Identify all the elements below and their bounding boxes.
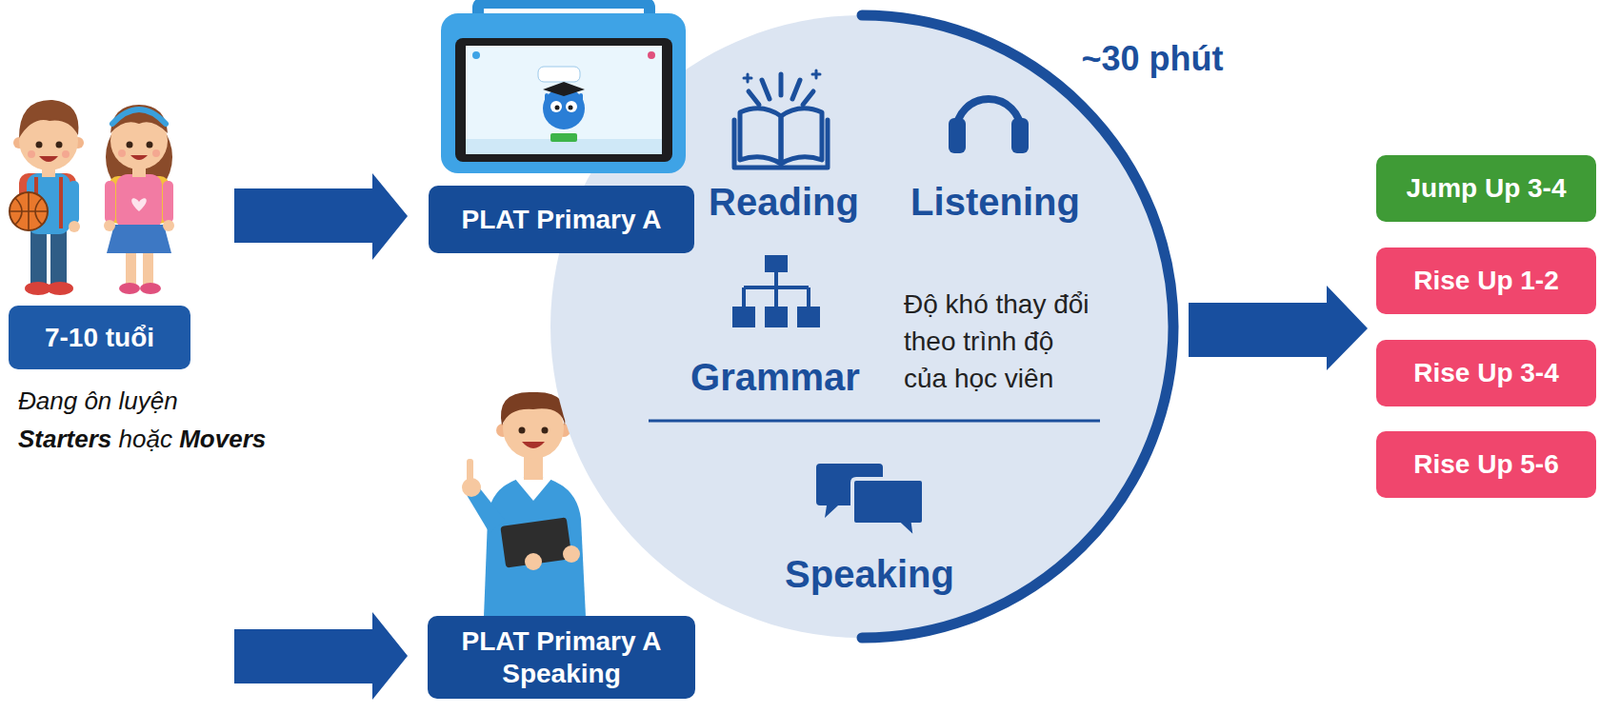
course-box: Rise Up 3-4 — [1376, 340, 1597, 407]
note-text: Độ khó thay đổi theo trình độ của học vi… — [903, 285, 1100, 399]
time-arc — [861, 15, 1174, 639]
box-label: PLAT Primary A Speaking — [440, 625, 682, 690]
duration-text: ~30 phút — [1080, 39, 1223, 79]
skill-heading: Reading — [708, 180, 860, 224]
note-block: Đang ôn luyệnStartershoặcMovers — [18, 381, 274, 459]
skill-heading: Listening — [910, 180, 1080, 224]
skill-heading: Grammar — [690, 355, 860, 400]
girl-figure — [103, 104, 175, 295]
text-holder: Speaking — [784, 552, 955, 597]
note-text: Movers — [179, 420, 266, 459]
text-holder: Listening — [910, 180, 1080, 224]
listening-icon — [948, 99, 1029, 154]
note-text: Starters — [18, 420, 112, 459]
course-box: Rise Up 5-6 — [1376, 431, 1597, 499]
course-box: Rise Up 1-2 — [1376, 247, 1597, 315]
box-label: 7-10 tuổi — [44, 321, 155, 355]
skill-heading: Speaking — [784, 552, 955, 597]
speaking-test-box: PLAT Primary A Speaking — [427, 616, 696, 700]
note-text: hoặc — [119, 420, 173, 459]
box-label: Jump Up 3-4 — [1405, 172, 1566, 205]
boy-figure — [9, 100, 84, 296]
grammar-icon — [732, 255, 820, 328]
age-box: 7-10 tuổi — [8, 305, 191, 370]
text-holder: Grammar — [690, 355, 860, 400]
divider-line — [648, 420, 1100, 423]
box-label: Rise Up 5-6 — [1413, 448, 1560, 481]
test-box: PLAT Primary A — [428, 185, 695, 254]
course-box: Jump Up 3-4 — [1376, 155, 1597, 222]
box-label: PLAT Primary A — [460, 203, 661, 237]
speaking-icon — [816, 463, 924, 540]
text-holder: Reading — [708, 180, 860, 224]
note-line: StartershoặcMovers — [18, 420, 274, 459]
box-label: Rise Up 3-4 — [1413, 357, 1560, 390]
text-holder: Độ khó thay đổi theo trình độ của học vi… — [903, 285, 1100, 399]
note-line: Đang ôn luyện — [18, 381, 274, 420]
text-holder: ~30 phút — [1080, 39, 1223, 79]
box-label: Rise Up 1-2 — [1413, 264, 1560, 298]
tablet-illustration — [440, 2, 686, 174]
reading-icon — [734, 70, 828, 168]
note-text: Đang ôn luyện — [18, 381, 179, 420]
